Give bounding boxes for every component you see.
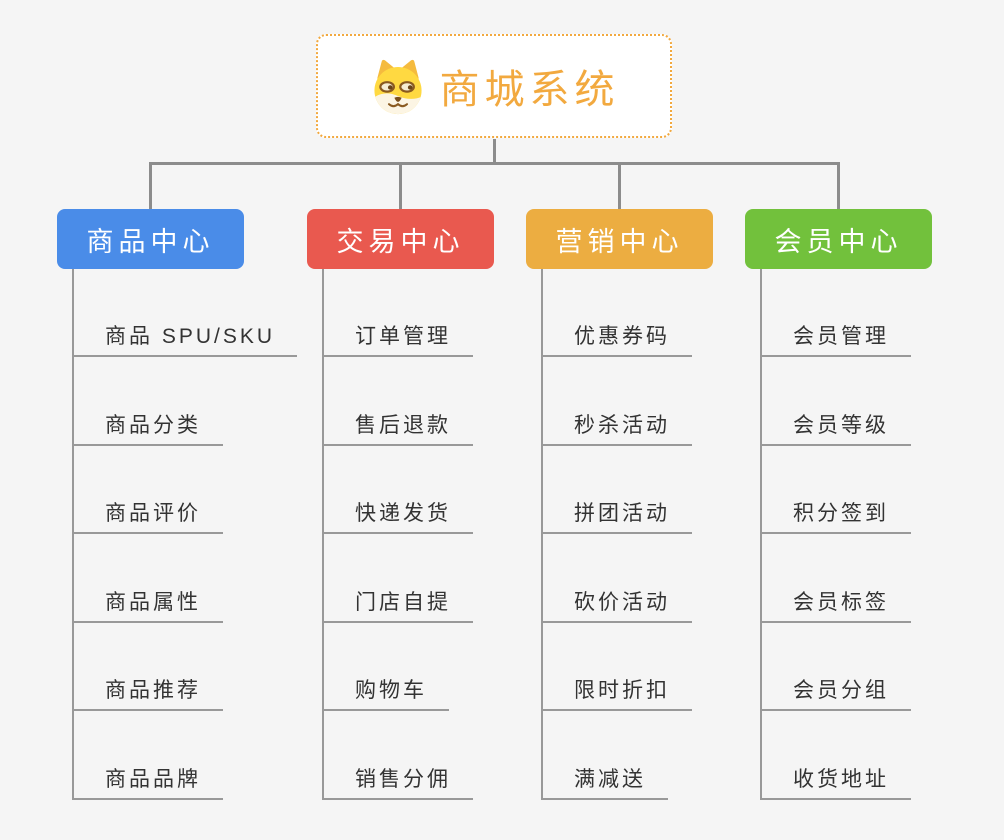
child-node[interactable]: 会员管理 xyxy=(762,323,911,357)
connector-root-stub xyxy=(493,139,496,164)
child-node[interactable]: 拼团活动 xyxy=(543,500,692,534)
branch-node-marketing-center[interactable]: 营销中心 xyxy=(526,209,713,269)
branch-node-product-center[interactable]: 商品中心 xyxy=(57,209,244,269)
root-title: 商城系统 xyxy=(439,68,620,112)
child-node[interactable]: 满减送 xyxy=(543,766,668,800)
branch-children-member: 会员管理 会员等级 积分签到 会员标签 会员分组 收货地址 xyxy=(760,269,911,800)
connector-branch-stub-1 xyxy=(149,162,152,210)
branch-label: 会员中心 xyxy=(774,226,903,257)
connector-horizontal-line xyxy=(149,162,840,165)
branch-label: 交易中心 xyxy=(336,226,465,257)
child-node[interactable]: 会员标签 xyxy=(762,589,911,623)
connector-branch-stub-4 xyxy=(837,162,840,210)
child-node[interactable]: 门店自提 xyxy=(324,589,473,623)
child-node[interactable]: 会员等级 xyxy=(762,412,911,446)
connector-branch-stub-3 xyxy=(618,162,621,210)
root-node[interactable]: 商城系统 xyxy=(316,34,672,138)
child-node[interactable]: 购物车 xyxy=(324,677,449,711)
child-node[interactable]: 销售分佣 xyxy=(324,766,473,800)
branch-label: 营销中心 xyxy=(555,226,684,257)
child-node[interactable]: 砍价活动 xyxy=(543,589,692,623)
child-node[interactable]: 订单管理 xyxy=(324,323,473,357)
child-node[interactable]: 会员分组 xyxy=(762,677,911,711)
child-node[interactable]: 商品推荐 xyxy=(74,677,223,711)
child-node[interactable]: 优惠券码 xyxy=(543,323,692,357)
branch-node-member-center[interactable]: 会员中心 xyxy=(745,209,932,269)
child-node[interactable]: 商品分类 xyxy=(74,412,223,446)
branch-children-marketing: 优惠券码 秒杀活动 拼团活动 砍价活动 限时折扣 满减送 xyxy=(541,269,692,800)
child-node[interactable]: 收货地址 xyxy=(762,766,911,800)
branch-children-product: 商品 SPU/SKU 商品分类 商品评价 商品属性 商品推荐 商品品牌 xyxy=(72,269,298,800)
child-node[interactable]: 商品评价 xyxy=(74,500,223,534)
connector-branch-stub-2 xyxy=(399,162,402,210)
child-node[interactable]: 商品属性 xyxy=(74,589,223,623)
child-node[interactable]: 秒杀活动 xyxy=(543,412,692,446)
shiba-dog-icon xyxy=(373,59,422,115)
child-node[interactable]: 商品品牌 xyxy=(74,766,223,800)
branch-label: 商品中心 xyxy=(86,226,215,257)
child-node[interactable]: 快递发货 xyxy=(324,500,473,534)
child-node[interactable]: 售后退款 xyxy=(324,412,473,446)
branch-node-trade-center[interactable]: 交易中心 xyxy=(307,209,494,269)
child-node[interactable]: 商品 SPU/SKU xyxy=(74,323,298,357)
child-node[interactable]: 积分签到 xyxy=(762,500,911,534)
branch-children-trade: 订单管理 售后退款 快递发货 门店自提 购物车 销售分佣 xyxy=(322,269,473,800)
child-node[interactable]: 限时折扣 xyxy=(543,677,692,711)
